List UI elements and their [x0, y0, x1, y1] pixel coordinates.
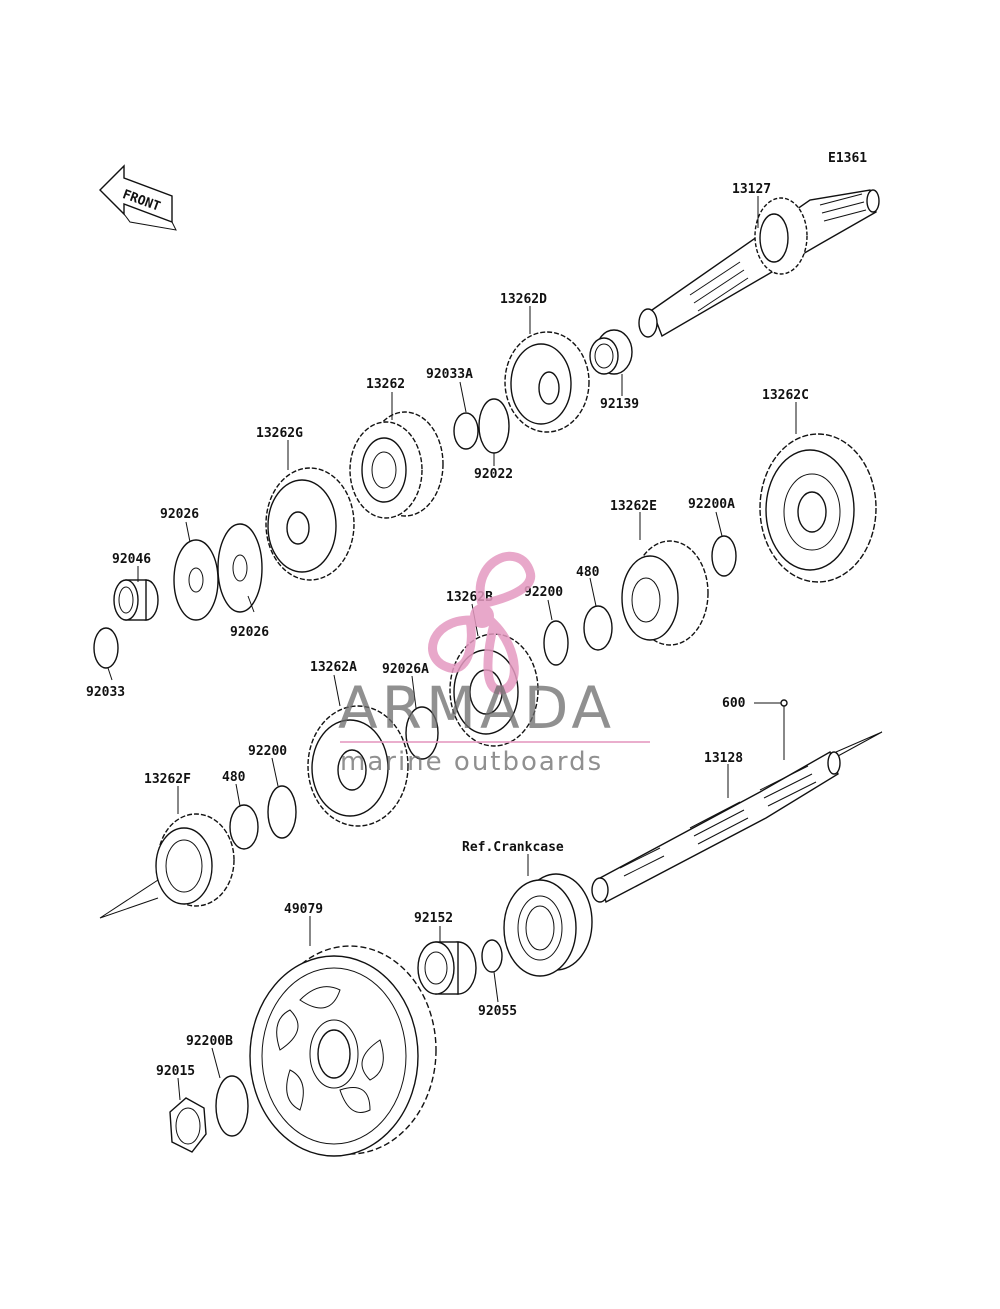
axis-line-lower-right	[835, 731, 883, 757]
callout-92200A: 92200A	[688, 497, 735, 512]
circlip-480-upper	[583, 605, 613, 651]
washer-92026-a	[217, 523, 263, 613]
front-arrow-icon: FRONT	[99, 164, 177, 231]
washer-92026A	[405, 706, 439, 760]
watermark-tagline: marine outboards	[340, 747, 603, 777]
gear-13262D	[504, 331, 590, 433]
gear-13262A	[307, 705, 409, 827]
circlip-92033A	[453, 412, 479, 450]
propeller-logo-icon	[428, 551, 536, 695]
callout-13262E: 13262E	[610, 499, 657, 514]
callout-480-lower: 480	[222, 770, 246, 785]
callout-92200B: 92200B	[186, 1034, 233, 1049]
callout-92022: 92022	[474, 467, 513, 482]
upper-shaft-13127	[638, 189, 880, 338]
washer-92200-upper	[543, 620, 569, 666]
callout-92026-top: 92026	[160, 507, 199, 522]
bushing-92139	[589, 329, 633, 375]
washer-92026-b	[173, 539, 219, 621]
callout-92046: 92046	[112, 552, 151, 567]
callout-92139: 92139	[600, 397, 639, 412]
callout-49079: 49079	[284, 902, 323, 917]
diagram-id: E1361	[828, 151, 867, 166]
callout-92015: 92015	[156, 1064, 195, 1079]
callout-92200-lower: 92200	[248, 744, 287, 759]
gear-13262F	[155, 813, 235, 907]
callout-ref-crankcase: Ref.Crankcase	[462, 840, 564, 855]
circlip-480-lower	[229, 804, 259, 850]
circlip-92033	[93, 627, 119, 669]
callout-92055: 92055	[478, 1004, 517, 1019]
axis-line-lower-left	[99, 879, 159, 919]
callout-92033: 92033	[86, 685, 125, 700]
lower-shaft-13128	[591, 750, 841, 904]
collar-92152	[417, 941, 477, 995]
callout-13127: 13127	[732, 182, 771, 197]
callout-13128: 13128	[704, 751, 743, 766]
needle-bearing-92046	[113, 579, 159, 621]
armada-watermark: ARMADA marine outboards	[338, 551, 650, 777]
callout-92200-upper: 92200	[524, 585, 563, 600]
washer-92200A	[711, 535, 737, 577]
callout-92026A: 92026A	[382, 662, 429, 677]
callout-92026-bottom: 92026	[230, 625, 269, 640]
callout-13262F: 13262F	[144, 772, 191, 787]
sprocket-49079	[249, 945, 437, 1157]
callout-13262A: 13262A	[310, 660, 357, 675]
bearing-crankcase	[503, 873, 593, 977]
callout-13262D: 13262D	[500, 292, 547, 307]
washer-92022	[478, 398, 510, 454]
nut-92015	[169, 1097, 207, 1153]
callout-13262C: 13262C	[762, 388, 809, 403]
washer-92200B	[215, 1075, 249, 1137]
gear-13127	[754, 197, 808, 275]
callout-92033A: 92033A	[426, 367, 473, 382]
callout-600: 600	[722, 696, 746, 711]
callout-480-upper: 480	[576, 565, 600, 580]
callout-92152: 92152	[414, 911, 453, 926]
watermark-brand: ARMADA	[338, 674, 615, 742]
gear-13262E	[621, 540, 709, 646]
callout-13262G: 13262G	[256, 426, 303, 441]
gear-13262	[349, 411, 444, 519]
leader-lines	[107, 196, 797, 1101]
callout-13262: 13262	[366, 377, 405, 392]
washer-92200-lower	[267, 785, 297, 839]
gear-13262C	[759, 433, 877, 583]
o-ring-92055	[481, 939, 503, 973]
gear-13262G	[265, 467, 355, 581]
